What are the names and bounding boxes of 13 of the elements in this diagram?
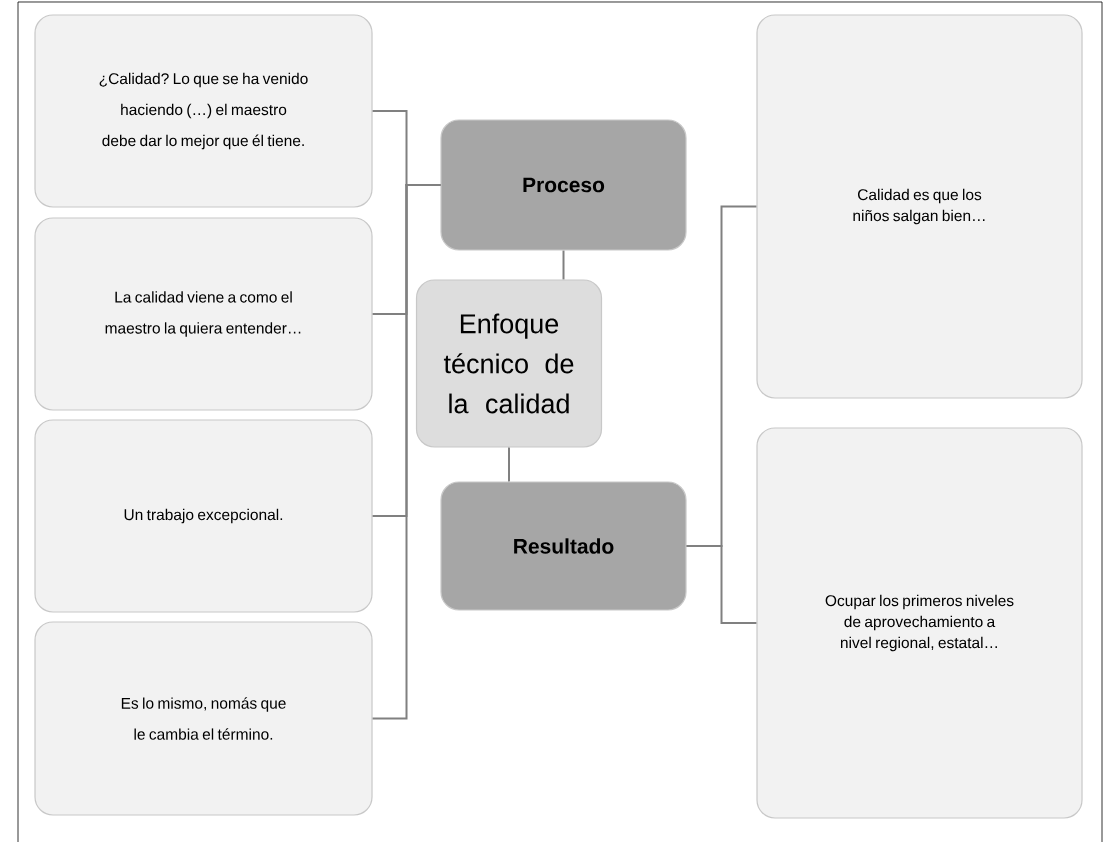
connector-line <box>685 545 758 624</box>
connector-line <box>508 446 510 483</box>
central-box: Enfoque técnico de la calidad <box>415 279 603 448</box>
heading-box: Proceso <box>440 119 687 251</box>
heading-box: Resultado <box>440 481 687 611</box>
quote-box: ¿Calidad? Lo que se ha venido haciendo (…) el maestro debe dar lo mejor que él tiene. <box>34 14 373 208</box>
connector-line <box>371 184 442 720</box>
quote-box: La calidad viene a como el maestro la quiera entender… <box>34 217 373 411</box>
quote-box: Es lo mismo, nomás que le cambia el término. <box>34 621 373 816</box>
quote-box: Calidad es que los niños salgan bien… <box>756 14 1083 399</box>
connector-line <box>562 249 565 281</box>
quote-box: Ocupar los primeros niveles de aprovechamiento a nivel regional, estatal… <box>756 427 1083 819</box>
quote-box: Un trabajo excepcional. <box>34 419 373 613</box>
